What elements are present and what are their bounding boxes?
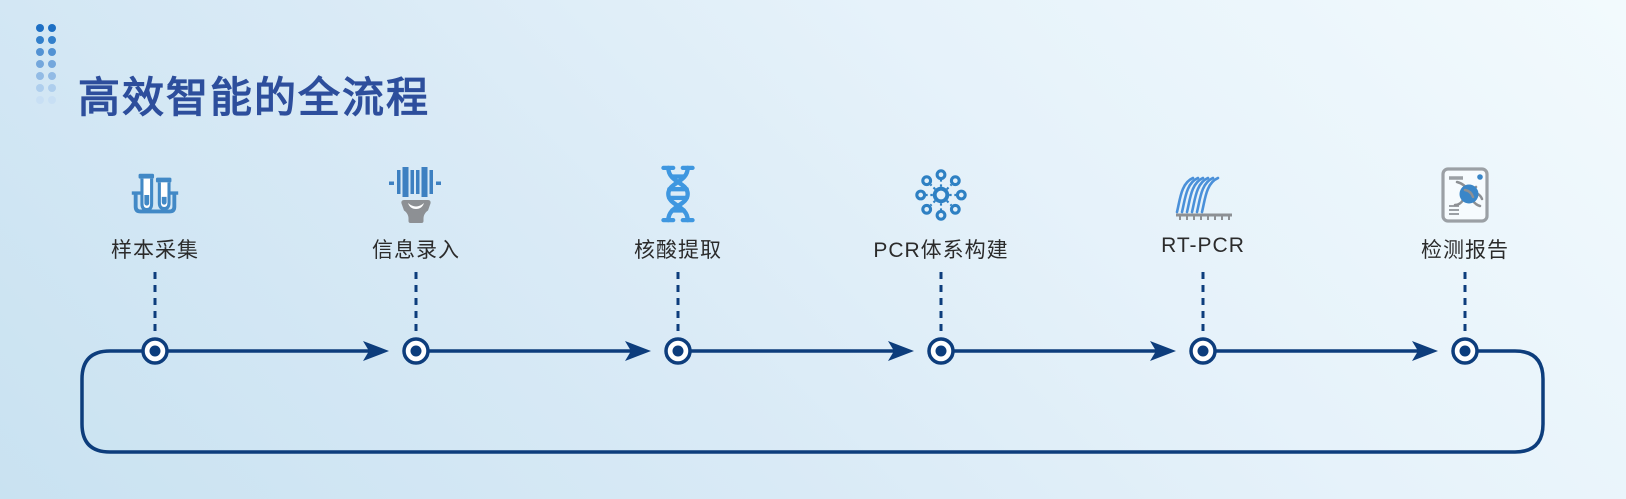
test-tubes-icon xyxy=(131,173,179,214)
dna-helix-icon xyxy=(661,165,695,223)
virus-report-icon xyxy=(1441,167,1489,223)
flow-nodes xyxy=(141,337,1479,365)
flow-loop-path xyxy=(80,349,1545,454)
barcode-scanner-icon xyxy=(389,167,441,223)
arrow-head-icon xyxy=(888,341,914,361)
arrow-head-icon xyxy=(1412,341,1438,361)
step-label: PCR体系构建 xyxy=(873,239,1009,262)
flow-node-icon xyxy=(1451,337,1479,365)
molecule-network-icon xyxy=(915,169,967,221)
flow-node-icon xyxy=(141,337,169,365)
flow-node-icon xyxy=(664,337,692,365)
step-rt-pcr: RT-PCR xyxy=(1108,160,1298,258)
step-label: 样本采集 xyxy=(111,239,199,262)
page-title: 高效智能的全流程 xyxy=(78,74,431,122)
flow-node-icon xyxy=(927,337,955,365)
arrow-head-icon xyxy=(363,341,389,361)
flow-node-icon xyxy=(1189,337,1217,365)
step-information-entry: 信息录入 xyxy=(321,160,511,264)
step-nucleic-acid-extraction: 核酸提取 xyxy=(583,160,773,264)
arrow-head-icon xyxy=(625,341,651,361)
dot-grid-decoration-icon xyxy=(36,24,56,104)
step-label: 检测报告 xyxy=(1421,239,1509,262)
step-sample-collection: 样本采集 xyxy=(60,160,250,264)
flow-node-icon xyxy=(402,337,430,365)
amplification-curves-icon xyxy=(1175,176,1232,220)
step-label: 信息录入 xyxy=(372,239,460,262)
step-pcr-system-construction: PCR体系构建 xyxy=(846,160,1036,264)
step-test-report: 检测报告 xyxy=(1370,160,1560,264)
arrow-head-icon xyxy=(1150,341,1176,361)
step-label: RT-PCR xyxy=(1161,234,1245,257)
step-label: 核酸提取 xyxy=(634,239,722,262)
